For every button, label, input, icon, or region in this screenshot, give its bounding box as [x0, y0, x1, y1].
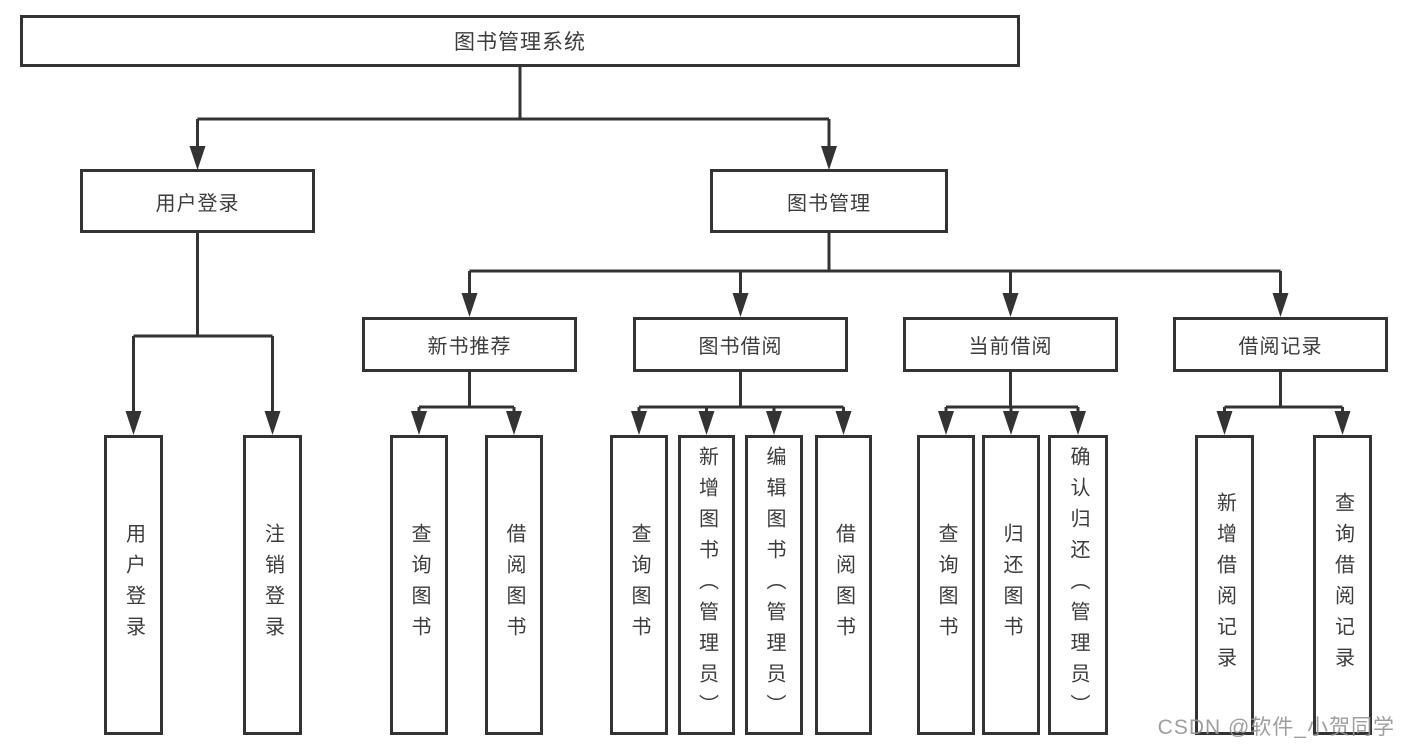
node-label: 编辑图书（管理员） [763, 445, 785, 725]
node-leaf-edit-book-admin: 编辑图书（管理员） [745, 435, 803, 735]
node-label: 查询图书 [935, 523, 957, 647]
node-leaf-query-books-1: 查询图书 [390, 435, 448, 735]
node-leaf-add-borrow-record: 新增借阅记录 [1195, 435, 1254, 735]
node-leaf-confirm-return-admin: 确认归还（管理员） [1048, 435, 1108, 735]
node-leaf-return-book: 归还图书 [982, 435, 1040, 735]
node-label: 图书管理 [787, 192, 871, 215]
node-label: 归还图书 [1000, 523, 1022, 647]
node-label: 确认归还（管理员） [1067, 445, 1089, 725]
node-leaf-user-login: 用户登录 [104, 435, 163, 735]
node-leaf-logout: 注销登录 [243, 435, 302, 735]
node-user-login: 用户登录 [80, 169, 315, 233]
node-library-management-system: 图书管理系统 [20, 15, 1020, 67]
node-label: 借阅图书 [503, 523, 525, 647]
node-label: 借阅记录 [1238, 336, 1323, 358]
node-label: 图书管理系统 [454, 31, 586, 54]
node-label: 图书借阅 [698, 336, 783, 358]
node-new-book-recommend: 新书推荐 [362, 317, 577, 372]
node-leaf-query-books-3: 查询图书 [917, 435, 975, 735]
node-borrowing-records: 借阅记录 [1173, 317, 1388, 372]
node-leaf-query-books-2: 查询图书 [610, 435, 668, 735]
node-label: 新增图书（管理员） [695, 445, 718, 725]
node-leaf-borrow-books-2: 借阅图书 [815, 435, 872, 735]
node-label: 注销登录 [261, 523, 284, 647]
node-label: 当前借阅 [968, 336, 1053, 358]
node-leaf-borrow-books-1: 借阅图书 [485, 435, 543, 735]
node-label: 查询图书 [628, 523, 650, 647]
node-label: 新书推荐 [427, 336, 512, 358]
node-book-management: 图书管理 [710, 169, 948, 233]
node-label: 新增借阅记录 [1213, 492, 1236, 678]
node-current-borrowing: 当前借阅 [903, 317, 1118, 372]
arrowheads [125, 146, 1351, 435]
node-label: 借阅图书 [832, 523, 855, 647]
node-label: 查询借阅记录 [1331, 492, 1354, 678]
node-leaf-add-book-admin: 新增图书（管理员） [678, 435, 735, 735]
node-label: 用户登录 [122, 523, 145, 647]
node-label: 用户登录 [155, 192, 240, 215]
csdn-watermark: CSDN @软件_小贺同学 [1157, 716, 1395, 739]
node-book-borrowing: 图书借阅 [633, 317, 848, 372]
node-leaf-query-borrow-record: 查询借阅记录 [1313, 435, 1372, 735]
node-label: 查询图书 [408, 523, 430, 647]
